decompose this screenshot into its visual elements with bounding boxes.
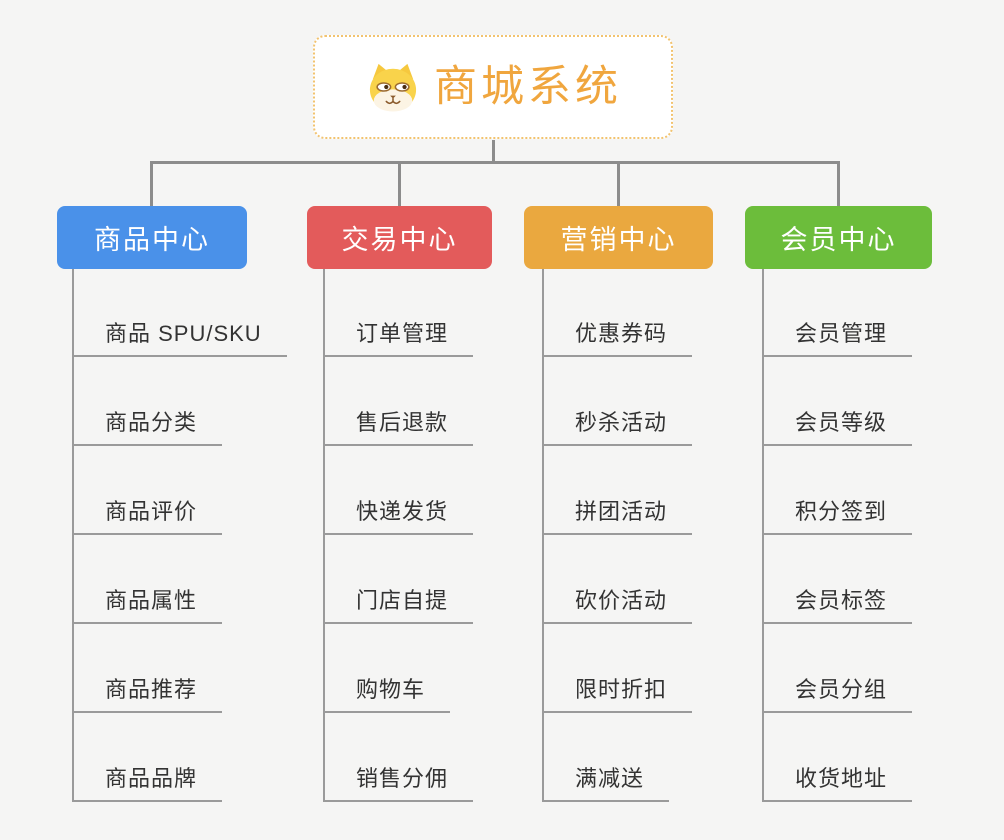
leaf-node[interactable]: 会员等级: [762, 408, 913, 446]
leaf-label: 砍价活动: [575, 588, 668, 613]
branch-spine: [72, 269, 74, 802]
leaf-node[interactable]: 商品品牌: [72, 764, 223, 802]
leaf-label: 售后退款: [356, 410, 449, 435]
branch-node-product-center[interactable]: 商品中心: [57, 206, 247, 269]
branch-node-member-center[interactable]: 会员中心: [745, 206, 932, 269]
branch-label: 营销中心: [560, 225, 677, 255]
connector-drop: [617, 161, 620, 207]
leaf-label: 商品评价: [105, 499, 198, 524]
leaf-label: 拼团活动: [575, 499, 668, 524]
dog-face-icon: [369, 63, 417, 112]
leaf-node[interactable]: 积分签到: [762, 497, 913, 535]
branch-spine: [542, 269, 544, 802]
leaf-node[interactable]: 快递发货: [323, 497, 474, 535]
branch-node-marketing-center[interactable]: 营销中心: [524, 206, 713, 269]
root-title: 商城系统: [434, 62, 622, 111]
leaf-node[interactable]: 会员分组: [762, 675, 913, 713]
connector-drop: [398, 161, 401, 207]
leaf-node[interactable]: 售后退款: [323, 408, 474, 446]
leaf-label: 积分签到: [795, 499, 888, 524]
leaf-label: 快递发货: [356, 499, 449, 524]
root-node[interactable]: 商城系统: [313, 35, 673, 139]
leaf-label: 秒杀活动: [575, 410, 668, 435]
leaf-node[interactable]: 砍价活动: [542, 586, 693, 624]
leaf-node[interactable]: 销售分佣: [323, 764, 474, 802]
branch-label: 交易中心: [341, 225, 458, 255]
leaf-node[interactable]: 商品属性: [72, 586, 223, 624]
leaf-label: 限时折扣: [575, 677, 668, 702]
connector-root-stem: [492, 140, 495, 162]
leaf-label: 订单管理: [356, 321, 449, 346]
leaf-node[interactable]: 满减送: [542, 764, 670, 802]
leaf-label: 满减送: [575, 766, 645, 791]
leaf-label: 销售分佣: [356, 766, 449, 791]
leaf-node[interactable]: 门店自提: [323, 586, 474, 624]
leaf-label: 商品品牌: [105, 766, 198, 791]
leaf-node[interactable]: 会员管理: [762, 319, 913, 357]
branch-node-trade-center[interactable]: 交易中心: [307, 206, 492, 269]
leaf-node[interactable]: 商品分类: [72, 408, 223, 446]
connector-drop: [150, 161, 153, 207]
branch-spine: [323, 269, 325, 802]
leaf-label: 会员分组: [795, 677, 888, 702]
leaf-node[interactable]: 商品 SPU/SKU: [72, 319, 287, 357]
leaf-node[interactable]: 会员标签: [762, 586, 913, 624]
leaf-label: 优惠券码: [575, 321, 668, 346]
leaf-node[interactable]: 收货地址: [762, 764, 913, 802]
leaf-label: 购物车: [356, 677, 426, 702]
leaf-node[interactable]: 商品评价: [72, 497, 223, 535]
leaf-label: 收货地址: [795, 766, 888, 791]
leaf-node[interactable]: 订单管理: [323, 319, 474, 357]
connector-bus: [150, 161, 840, 164]
leaf-label: 会员管理: [795, 321, 888, 346]
leaf-label: 门店自提: [356, 588, 449, 613]
connector-drop: [837, 161, 840, 207]
leaf-label: 商品属性: [105, 588, 198, 613]
branch-label: 商品中心: [94, 225, 210, 255]
leaf-node[interactable]: 优惠券码: [542, 319, 693, 357]
branch-label: 会员中心: [780, 225, 897, 255]
leaf-label: 会员标签: [795, 588, 888, 613]
leaf-label: 会员等级: [795, 410, 888, 435]
leaf-node[interactable]: 拼团活动: [542, 497, 693, 535]
leaf-node[interactable]: 购物车: [323, 675, 451, 713]
leaf-label: 商品 SPU/SKU: [105, 321, 262, 346]
leaf-node[interactable]: 秒杀活动: [542, 408, 693, 446]
leaf-node[interactable]: 商品推荐: [72, 675, 223, 713]
leaf-label: 商品推荐: [105, 677, 198, 702]
branch-spine: [762, 269, 764, 802]
leaf-node[interactable]: 限时折扣: [542, 675, 693, 713]
leaf-label: 商品分类: [105, 410, 198, 435]
